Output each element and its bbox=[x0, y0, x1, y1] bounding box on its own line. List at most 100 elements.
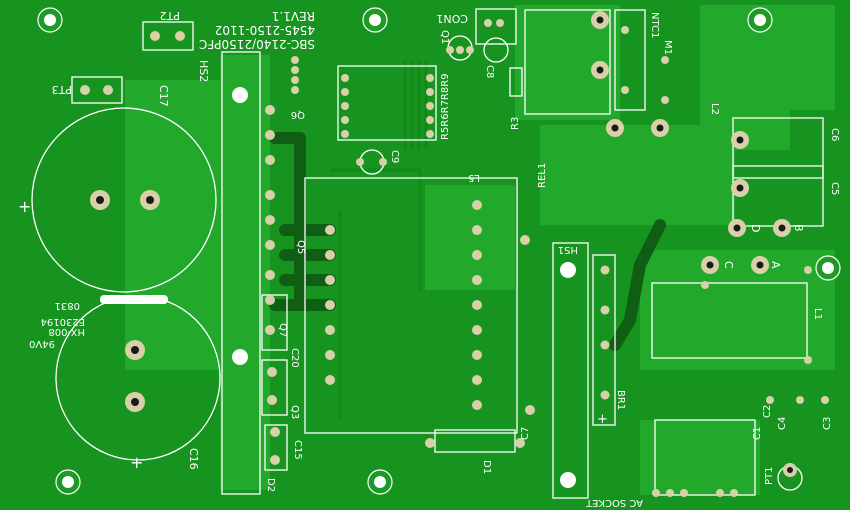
l5-outline bbox=[304, 177, 518, 434]
label-c8: C8 bbox=[484, 65, 495, 78]
hs2-outline bbox=[221, 51, 261, 495]
pad bbox=[783, 463, 797, 477]
pad bbox=[591, 11, 609, 29]
label-con1: CON1 bbox=[436, 12, 468, 25]
label-pt3: PT3 bbox=[52, 83, 72, 96]
br1-outline bbox=[592, 254, 616, 426]
label-c5: C5 bbox=[829, 182, 840, 195]
c17-outline bbox=[31, 107, 217, 293]
label-d1: D1 bbox=[481, 460, 492, 474]
title-line-2: 4545-2150-1102 bbox=[215, 23, 315, 37]
pad bbox=[90, 190, 110, 210]
pad bbox=[751, 256, 769, 274]
label-q5: Q5 bbox=[295, 240, 306, 254]
pt3-outline bbox=[71, 76, 123, 104]
copper-pours bbox=[125, 5, 835, 495]
pad bbox=[140, 190, 160, 210]
label-l5: L5 bbox=[468, 172, 480, 183]
silkscreen-text: SBC-2140/2150PFC 4545-2150-1102 REV1.1 E… bbox=[18, 9, 840, 508]
label-c9: C9 bbox=[389, 150, 400, 163]
label-r5-r9: R5R6R7R8R9 bbox=[440, 73, 451, 140]
mounting-hole bbox=[815, 255, 841, 281]
label-c3: C3 bbox=[822, 417, 833, 430]
pad bbox=[232, 87, 248, 103]
cert-line-1: E230194 bbox=[41, 316, 86, 327]
con1-outline bbox=[475, 8, 517, 45]
label-c15: C15 bbox=[292, 440, 303, 460]
title-line-3: REV1.1 bbox=[272, 9, 315, 23]
cert-line-2: HX-008 bbox=[48, 326, 85, 337]
label-q3: Q3 bbox=[289, 405, 300, 419]
pad bbox=[773, 219, 791, 237]
pad bbox=[125, 392, 145, 412]
label-plus-c17: + bbox=[18, 197, 31, 216]
label-q1: Q1 bbox=[439, 30, 450, 44]
label-pin-d: D bbox=[749, 224, 762, 232]
d2-outline bbox=[264, 424, 288, 471]
label-br1: BR1 bbox=[615, 390, 626, 410]
silkscreen-outlines bbox=[31, 8, 824, 499]
pad bbox=[125, 340, 145, 360]
label-ac-socket: AC SOCKET bbox=[585, 497, 643, 508]
pad bbox=[560, 262, 576, 278]
pad bbox=[560, 472, 576, 488]
label-c6: C6 bbox=[829, 128, 840, 141]
small-pads bbox=[80, 19, 829, 497]
c6-outline bbox=[732, 117, 824, 179]
label-d2: D2 bbox=[265, 478, 276, 492]
label-c17: C17 bbox=[157, 85, 170, 107]
mounting-hole bbox=[37, 7, 63, 33]
label-plus-c16: + bbox=[130, 453, 143, 472]
c8-outline bbox=[483, 37, 509, 63]
silk-bar bbox=[100, 295, 168, 304]
label-c7: C7 bbox=[520, 427, 531, 440]
pad bbox=[606, 119, 624, 137]
cert-line-4: 0831 bbox=[55, 300, 80, 311]
d1-outline bbox=[434, 429, 516, 453]
label-q6: Q6 bbox=[291, 109, 305, 120]
label-hs2: HS2 bbox=[197, 60, 210, 82]
label-hs1: HS1 bbox=[558, 244, 578, 255]
label-c20: C20 bbox=[289, 348, 300, 368]
label-l1: L1 bbox=[812, 308, 823, 320]
mounting-hole bbox=[362, 7, 388, 33]
label-c4: C4 bbox=[777, 417, 788, 430]
label-pin-c: C bbox=[722, 261, 735, 269]
ntc1-outline bbox=[614, 9, 646, 111]
label-rel1: REL1 bbox=[537, 163, 548, 188]
q7-outline bbox=[261, 294, 288, 351]
thin-traces bbox=[330, 60, 428, 420]
l1-outline bbox=[651, 282, 808, 359]
label-m1: M1 bbox=[662, 40, 673, 55]
pad bbox=[701, 256, 719, 274]
label-c1: C1 bbox=[752, 427, 763, 440]
mounting-hole bbox=[367, 469, 393, 495]
pad bbox=[651, 119, 669, 137]
label-pin-a: A bbox=[769, 261, 782, 269]
cert-line-3: 94V0 bbox=[29, 338, 55, 349]
rel1-outline bbox=[524, 9, 611, 115]
pad bbox=[731, 179, 749, 197]
large-pads bbox=[90, 11, 797, 488]
title-line-1: SBC-2140/2150PFC bbox=[199, 37, 315, 51]
mounting-holes bbox=[37, 7, 841, 495]
label-r3: R3 bbox=[510, 117, 521, 130]
label-ntc1: NTC1 bbox=[649, 12, 660, 38]
pad bbox=[591, 61, 609, 79]
c20-outline bbox=[261, 359, 288, 416]
label-c2: C2 bbox=[762, 405, 773, 418]
r5-r9-outline bbox=[337, 65, 437, 141]
c1-outline bbox=[654, 419, 756, 496]
hs1-outline bbox=[552, 242, 589, 499]
mounting-hole bbox=[747, 7, 773, 33]
c5-outline bbox=[732, 165, 824, 227]
r3-outline bbox=[509, 67, 523, 97]
label-q7: Q7 bbox=[277, 323, 288, 337]
pad bbox=[731, 131, 749, 149]
pad bbox=[232, 349, 248, 365]
label-c16: C16 bbox=[187, 448, 200, 470]
label-pin-b: B bbox=[792, 224, 805, 232]
mounting-hole bbox=[55, 469, 81, 495]
pad bbox=[728, 219, 746, 237]
